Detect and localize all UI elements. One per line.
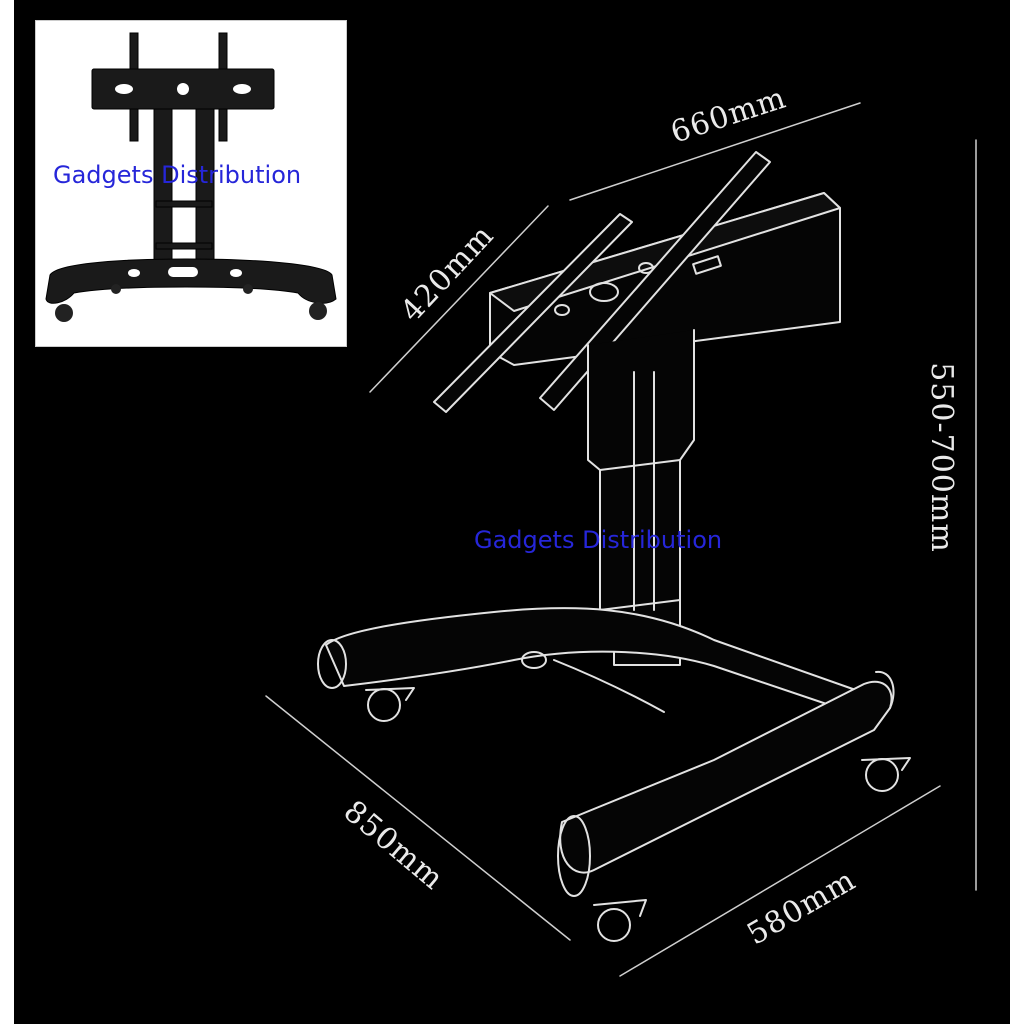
dimension-height: 550-700mm — [923, 362, 959, 553]
tv-stand-photo — [45, 32, 337, 322]
inset-photo: Gadgets Distribution — [36, 21, 346, 346]
tv-stand-line-drawing — [265, 102, 977, 977]
watermark-main: Gadgets Distribution — [474, 526, 723, 554]
watermark-inset: Gadgets Distribution — [53, 161, 302, 189]
product-image: 660mm 420mm 550-700mm 850mm 580mm Gadget… — [14, 0, 1010, 1024]
